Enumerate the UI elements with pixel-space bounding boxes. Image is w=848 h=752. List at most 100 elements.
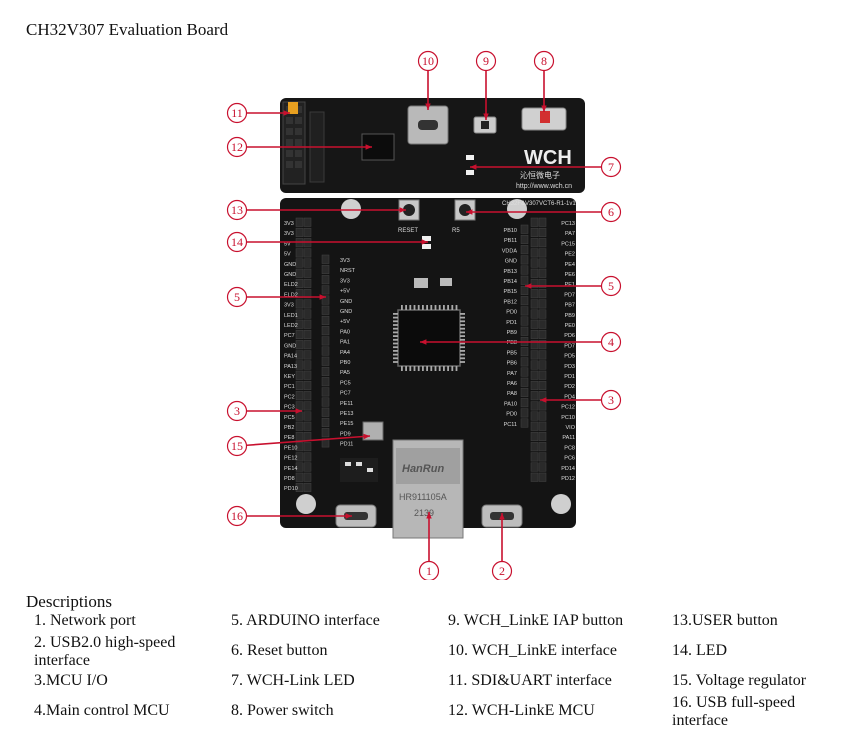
callout-circle	[600, 331, 622, 353]
description-item: 3.MCU I/O	[34, 672, 108, 689]
pin-label: PE13	[340, 411, 353, 417]
pin-label: ELD2	[284, 282, 298, 288]
rj45-brand: HanRun	[402, 463, 444, 475]
pin-label: PC8	[564, 445, 575, 451]
callout-circle	[491, 560, 513, 580]
callout-number: 12	[231, 140, 243, 154]
callout-number: 5	[234, 290, 240, 304]
crystal-y2	[440, 278, 452, 286]
pin-label: PA6	[507, 381, 517, 387]
pin-label: PD11	[340, 442, 353, 448]
wch-logo-cn: 沁恒微电子	[520, 170, 560, 180]
description-item: 2. USB2.0 high-speed interface	[34, 634, 176, 669]
callout-number: 6	[608, 205, 614, 219]
pin-label: PC2	[284, 394, 295, 400]
led-2	[422, 244, 431, 249]
pin-label: PB14	[504, 279, 517, 285]
pin-label: GND	[505, 259, 517, 265]
pin-label: PB0	[340, 360, 350, 366]
user-silk: RESET	[398, 228, 418, 234]
pin-label: VIO	[566, 425, 576, 431]
link-led-2	[466, 170, 474, 175]
pin-label: PB10	[504, 228, 517, 234]
pin-label: PA14	[284, 354, 297, 360]
callout-circle	[226, 231, 248, 253]
pin-label: PC13	[561, 221, 575, 227]
pin-label: PE12	[284, 456, 297, 462]
pin-label: PC7	[284, 333, 295, 339]
pin-label: PA1	[340, 340, 350, 346]
led-1	[422, 236, 431, 241]
pin-label: PA0	[340, 329, 350, 335]
callout-circle	[600, 201, 622, 223]
pin-label: 5V	[284, 241, 291, 247]
pin-label: PA5	[340, 370, 350, 376]
description-item: 11. SDI&UART interface	[448, 672, 612, 689]
callout-circle	[226, 199, 248, 221]
callout-circle	[226, 286, 248, 308]
pin-label: PD3	[564, 364, 575, 370]
pin-label: PB9	[507, 330, 517, 336]
pin-label: GND	[284, 272, 296, 278]
pin-label: PB6	[507, 361, 517, 367]
pin-label: PA7	[507, 371, 517, 377]
descriptions-heading: Descriptions	[26, 592, 112, 611]
callout-circle	[226, 136, 248, 158]
description-item: 9. WCH_LinkE IAP button	[448, 612, 624, 629]
callout-number: 3	[234, 404, 240, 418]
pin-label: PD5	[564, 354, 575, 360]
pin-label: PA10	[504, 401, 517, 407]
pin-label: +5V	[340, 319, 350, 325]
pin-label: PD6	[564, 333, 575, 339]
pin-label: PA4	[340, 350, 350, 356]
pin-label: GND	[284, 343, 296, 349]
pin-label: PB13	[504, 269, 517, 275]
pin-label: PD0	[506, 310, 517, 316]
pin-label: PB7	[565, 303, 575, 309]
pin-label: PD1	[564, 374, 575, 380]
description-item: 15. Voltage regulator	[672, 672, 807, 689]
callout-number: 13	[231, 203, 243, 217]
description-item: 14. LED	[672, 642, 728, 659]
mount-hole	[341, 199, 361, 219]
pin-label: 3V3	[284, 221, 294, 227]
page-title: CH32V307 Evaluation Board	[26, 20, 229, 39]
reset-silk: R5	[452, 228, 460, 234]
pin-label: 5V	[284, 252, 291, 258]
pin-label: PC11	[504, 422, 517, 428]
description-item: 1. Network port	[34, 612, 136, 629]
pin-label: PD9	[340, 431, 351, 437]
pin-label: PB2	[284, 425, 294, 431]
mount-hole	[507, 199, 527, 219]
pin-label: PB8	[507, 340, 517, 346]
mount-hole	[296, 494, 316, 514]
pin-label: PC5	[340, 380, 351, 386]
pin-label: PE6	[565, 272, 575, 278]
description-item: 5. ARDUINO interface	[231, 612, 380, 629]
pin-label: VDDA	[502, 248, 518, 254]
pin-label: PC12	[561, 405, 575, 411]
pin-label: GND	[284, 262, 296, 268]
description-item: 10. WCH_LinkE interface	[448, 642, 617, 659]
description-item: 12. WCH-LinkE MCU	[448, 702, 595, 719]
pin-label: PE11	[340, 401, 353, 407]
description-item: 8. Power switch	[231, 702, 334, 719]
pin-label: NRST	[340, 268, 356, 274]
pin-label: PC5	[284, 415, 295, 421]
callout-number: 14	[231, 235, 243, 249]
arduino-header-left: 3V3NRST3V3+5VGNDGND+5VPA0PA1PA4PB0PA5PC5…	[321, 254, 356, 448]
pin-label: PD2	[564, 384, 575, 390]
rj45-part: HR911105A	[399, 492, 447, 502]
callout-number: 2	[499, 564, 505, 578]
pin-label: PE4	[565, 262, 575, 268]
callout-circle	[475, 50, 497, 72]
pin-label: 3V3	[284, 303, 294, 309]
wch-logo: WCH	[524, 147, 572, 169]
pin-label: PE0	[565, 323, 575, 329]
pin-label: LED2	[284, 323, 298, 329]
wch-url: http://www.wch.cn	[516, 183, 572, 190]
rj45-code: 2139	[414, 508, 434, 518]
pin-label: PD0	[506, 412, 517, 418]
pin-label: PA8	[507, 391, 517, 397]
